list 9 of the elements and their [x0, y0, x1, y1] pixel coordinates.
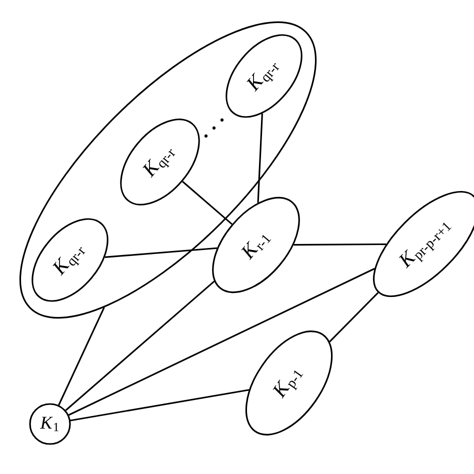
edge-line [58, 307, 105, 406]
edge-line [329, 292, 379, 342]
edge-line [68, 268, 375, 416]
edge-line [294, 243, 386, 246]
edge-line [70, 389, 250, 422]
edge-line [182, 180, 232, 225]
edge-line [65, 280, 215, 411]
edge-line [104, 247, 218, 258]
edge-line [257, 113, 264, 203]
